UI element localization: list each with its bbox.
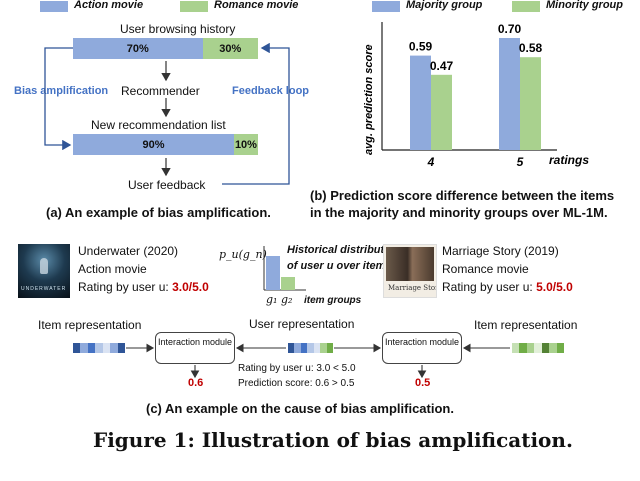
left-movie-rating-line: Rating by user u: 3.0/5.0 — [78, 280, 209, 294]
user-vector — [288, 343, 333, 353]
recommender-label: Recommender — [121, 84, 200, 98]
panel-c-arrows — [126, 343, 510, 379]
history-action-label: 70% — [126, 42, 149, 55]
legend-swatch-action — [40, 1, 68, 12]
hist-bar-g1 — [266, 256, 280, 290]
poster-photo — [386, 247, 434, 281]
hist-axis-label: p_u(g_n) — [219, 248, 267, 261]
panel-a: Action movie Romance movie User browsing… — [0, 0, 320, 225]
legend-label-romance: Romance movie — [214, 0, 299, 11]
x-tick-label-5: 5 — [517, 155, 524, 169]
hist-axis-label-text: p_u(g_n) — [219, 248, 267, 261]
bar-majority-5 — [499, 38, 520, 150]
interaction-module-left: Interaction module — [155, 332, 235, 364]
right-movie-genre: Romance movie — [442, 262, 529, 276]
history-title: User browsing history — [120, 22, 236, 36]
legend-swatch-minority — [512, 1, 540, 12]
panel-b: Majority group Minority group avg. predi… — [310, 0, 640, 225]
user-rep-label: User representation — [249, 317, 355, 331]
right-movie-title: Marriage Story (2019) — [442, 244, 559, 258]
left-rating-value: 3.0/5.0 — [172, 280, 209, 294]
right-movie-rating-line: Rating by user u: 5.0/5.0 — [442, 280, 573, 294]
bar-chart: avg. prediction score 0.59 0.47 4 0.70 0.58 5 r… — [363, 22, 589, 169]
legend-label-action: Action movie — [74, 0, 144, 11]
figure-caption: Figure 1: Illustration of bias amplifica… — [93, 428, 573, 452]
value-label-minority-5: 0.58 — [519, 41, 543, 55]
score-left: 0.6 — [188, 377, 204, 389]
poster-figure-icon — [40, 258, 48, 274]
history-bar-romance: 30% — [202, 38, 258, 59]
history-romance-label: 30% — [219, 42, 242, 55]
rec-bar-action: 90% — [73, 134, 234, 155]
marriage-story-poster-text: Marriage Story — [388, 284, 437, 292]
underwater-poster-text: UNDERWATER — [21, 286, 67, 292]
hist-ticks: g₁ g₂ — [266, 293, 293, 306]
panel-b-caption-line1: (b) Prediction score difference between … — [310, 188, 615, 203]
y-axis-label: avg. prediction score — [363, 44, 375, 155]
interaction-module-right: Interaction module — [382, 332, 462, 364]
marriage-story-poster: Marriage Story — [383, 244, 437, 298]
left-rating-prefix: Rating by user u: — [78, 280, 173, 294]
item-vector-left — [73, 343, 125, 353]
panel-b-caption-line2: in the majority and minority groups over… — [310, 205, 608, 220]
panel-c: UNDERWATER Underwater (2020) Action movi… — [0, 240, 640, 420]
legend-label-minority: Minority group — [546, 0, 623, 11]
right-rating-prefix: Rating by user u: — [442, 280, 537, 294]
left-movie-title: Underwater (2020) — [78, 244, 179, 258]
legend-swatch-romance — [180, 1, 208, 12]
interaction-module-right-label: Interaction module — [384, 337, 460, 347]
panel-c-caption: (c) An example on the cause of bias ampl… — [146, 401, 454, 416]
value-label-majority-5: 0.70 — [498, 22, 522, 36]
right-rating-value: 5.0/5.0 — [536, 280, 573, 294]
bar-majority-4 — [410, 55, 431, 150]
hist-bar-g2 — [281, 277, 295, 290]
underwater-poster: UNDERWATER — [18, 244, 70, 298]
value-label-minority-4: 0.47 — [430, 59, 454, 73]
hist-chart — [263, 246, 306, 291]
bar-minority-5 — [520, 57, 541, 151]
item-vector-right — [512, 343, 564, 353]
bias-amplification-label: Bias amplification — [14, 85, 109, 97]
hist-title-line1: Historical distribution — [287, 244, 401, 256]
legend-swatch-majority — [372, 1, 400, 12]
rec-action-label: 90% — [142, 138, 165, 151]
score-compare: Prediction score: 0.6 > 0.5 — [238, 378, 355, 389]
x-axis-label: ratings — [549, 153, 589, 167]
rating-compare: Rating by user u: 3.0 < 5.0 — [238, 363, 356, 374]
panel-a-arrows — [44, 42, 290, 185]
history-bar: 70% 30% — [73, 38, 258, 59]
hist-xlabel: item groups — [304, 295, 362, 306]
user-feedback-label: User feedback — [128, 178, 206, 192]
history-bar-action: 70% — [73, 38, 203, 59]
rec-list-bar: 90% 10% — [73, 134, 258, 155]
rec-list-title: New recommendation list — [91, 118, 226, 132]
panel-a-caption: (a) An example of bias amplification. — [46, 205, 271, 220]
cropped-body-text — [0, 470, 640, 481]
x-tick-label-4: 4 — [427, 155, 435, 169]
value-label-majority-4: 0.59 — [409, 40, 433, 54]
bar-minority-4 — [431, 74, 452, 150]
left-movie-genre: Action movie — [78, 262, 147, 276]
rec-bar-romance: 10% — [233, 134, 258, 155]
item-rep-right-label: Item representation — [474, 318, 578, 332]
feedback-loop-label: Feedback loop — [232, 85, 310, 97]
legend-label-majority: Majority group — [406, 0, 483, 11]
score-right: 0.5 — [415, 377, 431, 389]
rec-romance-label: 10% — [234, 138, 257, 151]
interaction-module-left-label: Interaction module — [157, 337, 233, 347]
item-rep-left-label: Item representation — [38, 318, 142, 332]
